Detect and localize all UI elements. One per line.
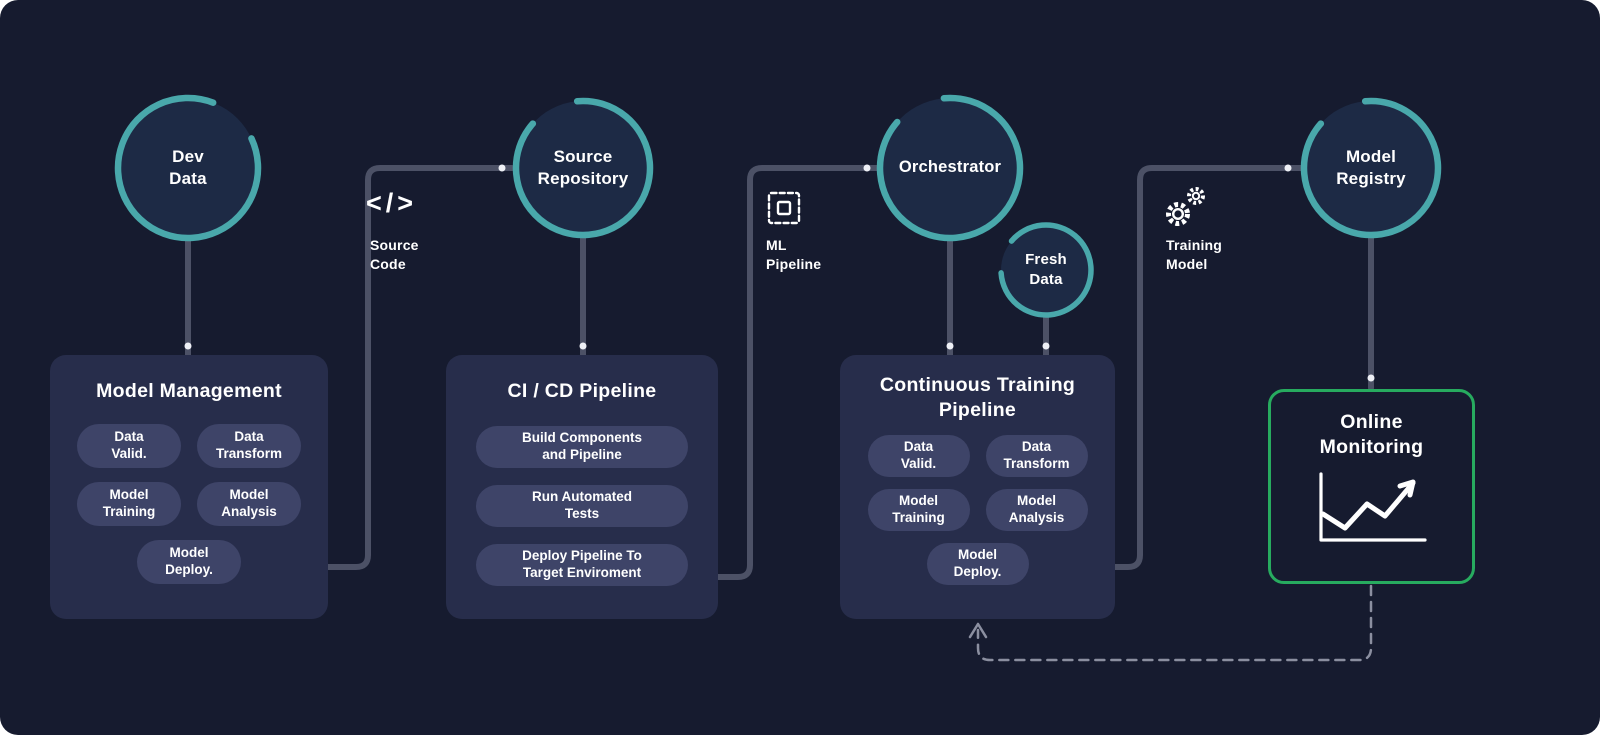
pill-model-deploy: Model Deploy. bbox=[137, 539, 241, 584]
training-model-icon bbox=[1162, 184, 1210, 237]
pill-model-training: Model Training bbox=[77, 481, 181, 526]
source-repository-circle bbox=[512, 97, 654, 239]
model-management-title: Model Management bbox=[96, 380, 282, 402]
cicd-pipeline-panel: CI / CD Pipeline Build Components and Pi… bbox=[446, 355, 718, 619]
pill-deploy-pipeline: Deploy Pipeline To Target Enviroment bbox=[476, 543, 688, 586]
fresh-data-node-label: Fresh Data bbox=[1025, 251, 1067, 288]
pill-model-analysis: Model Analysis bbox=[985, 488, 1088, 531]
model-registry-circle bbox=[1300, 97, 1442, 239]
feedback-arrowhead bbox=[968, 622, 988, 639]
pill-model-deploy: Model Deploy. bbox=[926, 542, 1029, 585]
pill-data-transform: Data Transform bbox=[985, 434, 1088, 477]
orchestrator-circle bbox=[876, 94, 1024, 242]
source-code-icon: </> bbox=[366, 188, 418, 218]
junction-dots bbox=[184, 164, 1375, 382]
online-monitoring-panel: Online Monitoring bbox=[1268, 389, 1475, 584]
model-registry-node-label: Model Registry bbox=[1336, 146, 1406, 188]
pill-model-analysis: Model Analysis bbox=[197, 481, 301, 526]
pill-build-components: Build Components and Pipeline bbox=[476, 425, 688, 468]
pill-data-valid: Data Valid. bbox=[77, 423, 181, 468]
dev-data-circle bbox=[114, 94, 262, 242]
source-code-label: Source Code bbox=[370, 237, 419, 272]
training-model-label: Training Model bbox=[1166, 237, 1223, 272]
online-monitoring-title: Online Monitoring bbox=[1319, 411, 1424, 458]
orchestrator-node-label: Orchestrator bbox=[898, 158, 1002, 177]
connector-cicd-to-orchestrator bbox=[713, 165, 881, 580]
fresh-data-circle bbox=[998, 222, 1094, 318]
line-chart-icon bbox=[1318, 472, 1427, 542]
connector-ct-to-modelregistry bbox=[1110, 165, 1305, 570]
feedback-dashed-line bbox=[976, 584, 1373, 662]
continuous-training-panel: Continuous Training Pipeline Data Valid.… bbox=[840, 355, 1115, 619]
pill-data-valid: Data Valid. bbox=[867, 434, 970, 477]
continuous-training-pills: Data Valid. Data Transform Model Trainin… bbox=[840, 434, 1115, 585]
cicd-pipeline-pills: Build Components and Pipeline Run Automa… bbox=[446, 425, 718, 586]
pill-data-transform: Data Transform bbox=[197, 423, 301, 468]
cicd-pipeline-title: CI / CD Pipeline bbox=[507, 380, 657, 402]
source-repository-node-label: Source Repository bbox=[537, 146, 629, 188]
dev-data-node-label: Dev Data bbox=[169, 146, 207, 188]
pill-run-tests: Run Automated Tests bbox=[476, 484, 688, 527]
connector-modelmanagement-to-sourcerepo bbox=[325, 165, 515, 570]
continuous-training-title: Continuous Training Pipeline bbox=[879, 374, 1076, 421]
model-management-pills: Data Valid. Data Transform Model Trainin… bbox=[50, 423, 328, 584]
model-management-panel: Model Management Data Valid. Data Transf… bbox=[50, 355, 328, 619]
ml-pipeline-icon bbox=[764, 188, 804, 233]
ml-pipeline-label: ML Pipeline bbox=[766, 237, 822, 272]
pill-model-training: Model Training bbox=[867, 488, 970, 531]
